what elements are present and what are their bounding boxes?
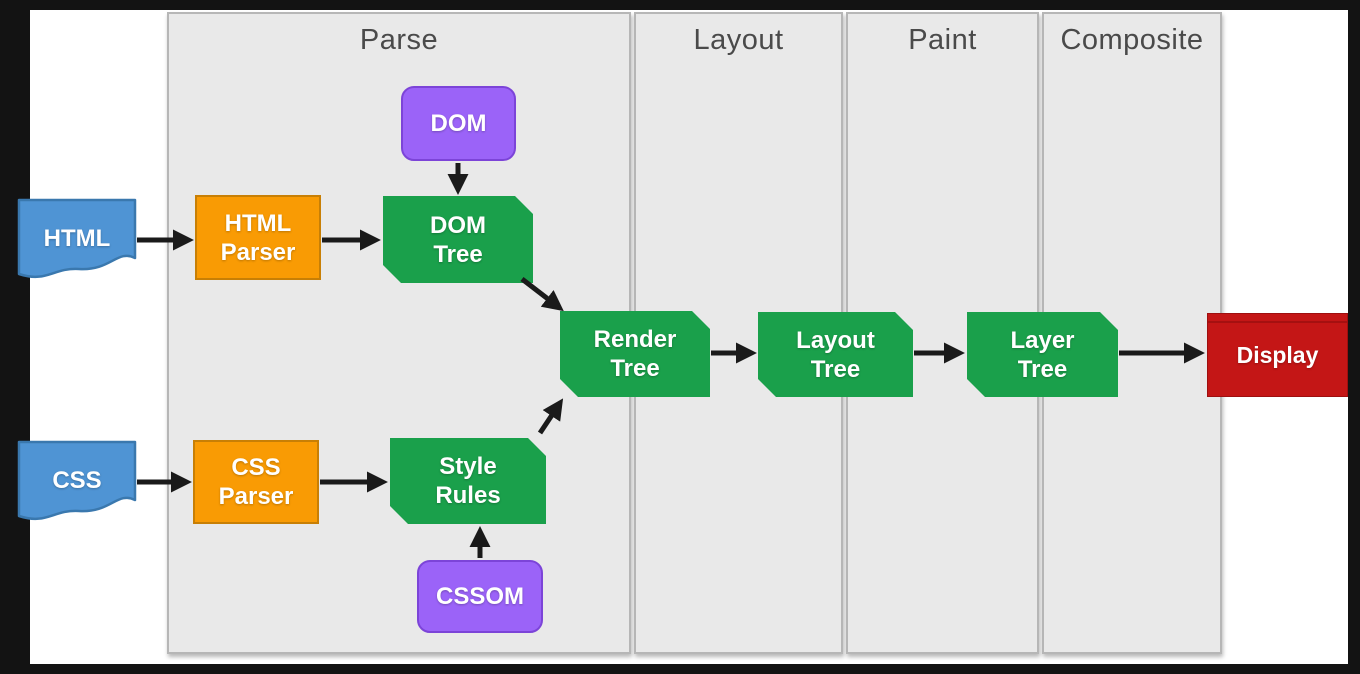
node-label: DOM: [430, 110, 487, 137]
node-style-rules: Style Rules: [390, 438, 546, 524]
stage-label-paint: Paint: [908, 24, 977, 56]
node-css-parser: CSS Parser: [193, 440, 319, 524]
node-css-document: CSS: [17, 440, 137, 528]
node-label: Layer Tree: [1010, 326, 1075, 383]
node-display: Display: [1207, 313, 1348, 397]
node-label: Display: [1236, 341, 1319, 368]
node-label: CSS: [52, 466, 102, 494]
document-shape-icon: [17, 198, 137, 279]
document-shape-icon: [17, 440, 137, 521]
stage-label-parse: Parse: [359, 24, 439, 56]
node-html-document: HTML: [17, 198, 137, 286]
node-label: Render Tree: [593, 326, 677, 382]
node-render-tree: Render Tree: [560, 311, 710, 397]
node-label: CSS Parser: [218, 454, 294, 510]
node-label: HTML Parser: [220, 209, 296, 266]
node-label: Style Rules: [435, 453, 501, 509]
node-dom-tree: DOM Tree: [383, 196, 533, 283]
node-layout-tree: Layout Tree: [758, 312, 913, 397]
node-layer-tree: Layer Tree: [967, 312, 1118, 397]
node-label: Layout Tree: [796, 326, 875, 383]
node-html-parser: HTML Parser: [195, 195, 321, 280]
stage-label-composite: Composite: [1060, 24, 1204, 56]
node-dom: DOM: [401, 86, 516, 161]
node-label: DOM Tree: [430, 211, 486, 268]
stage-label-layout: Layout: [693, 24, 784, 56]
node-label: HTML: [43, 224, 111, 252]
node-label: CSSOM: [435, 583, 524, 610]
stage-panel-parse: Parse: [167, 12, 631, 654]
node-cssom: CSSOM: [417, 560, 543, 633]
